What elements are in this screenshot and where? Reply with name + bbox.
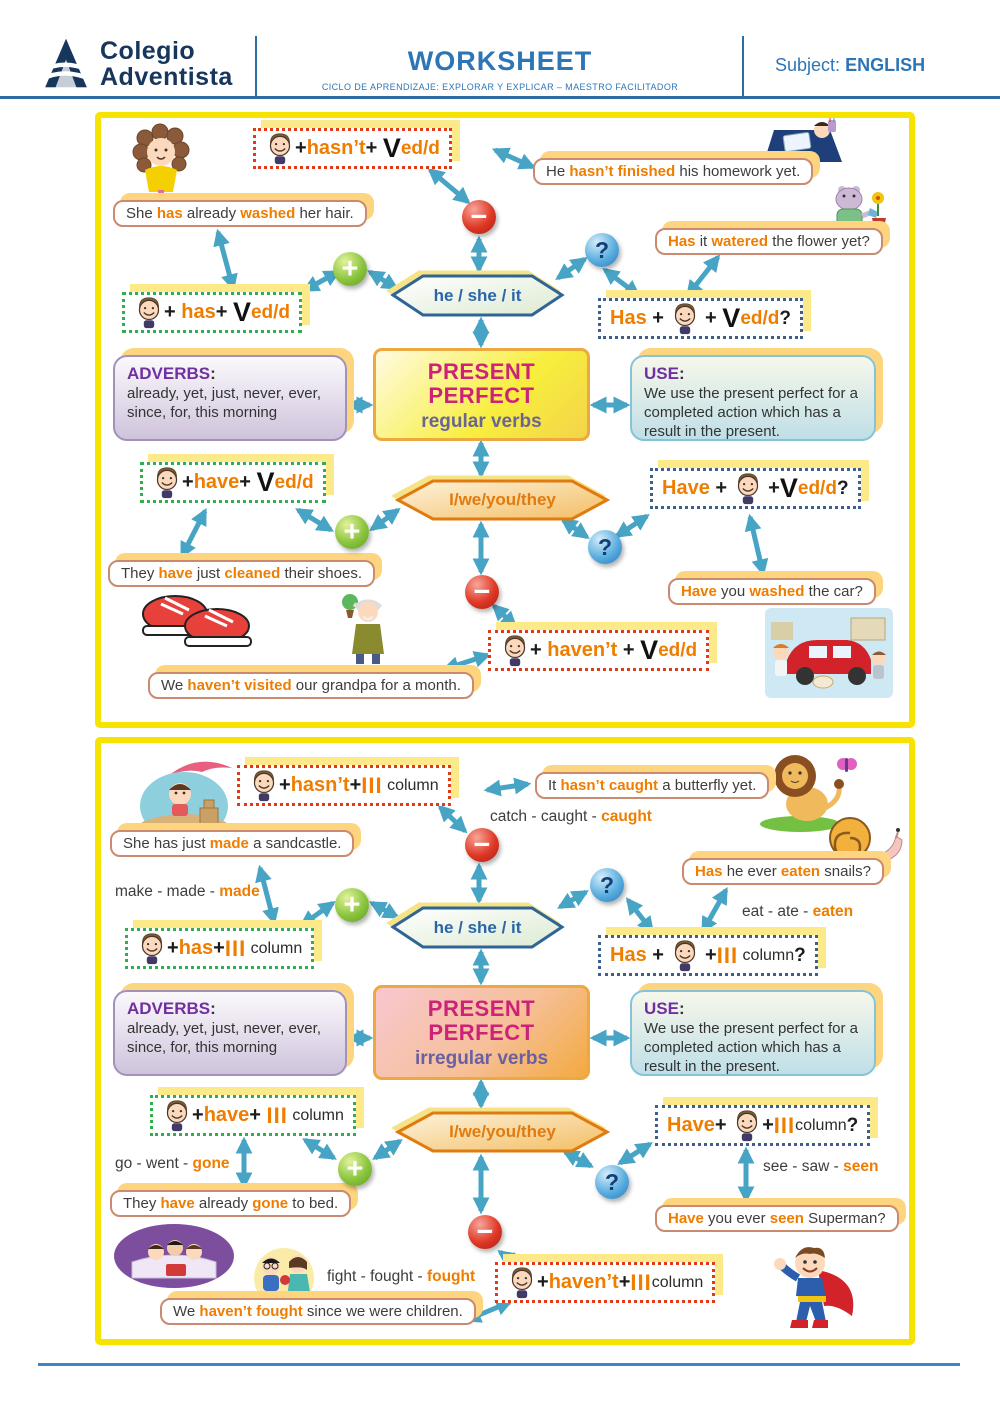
- adverbs-card: ADVERBS: already, yet, just, never, ever…: [113, 355, 347, 441]
- plus-icon: +: [335, 515, 369, 549]
- plus-icon: +: [333, 252, 367, 286]
- example-question-he: Has he ever eaten snails?: [682, 858, 884, 885]
- hexagon-i-we-you-they: I/we/you/they: [395, 1110, 610, 1154]
- header-divider-right: [742, 36, 744, 96]
- verb-forms-fight: fight - fought - fought: [327, 1268, 476, 1285]
- superman-kid-illustration: [774, 1247, 854, 1328]
- use-text: We use the present perfect for a complet…: [644, 385, 859, 440]
- example-positive-she: She has already washed her hair.: [113, 200, 367, 227]
- subject: Subject: ENGLISH: [775, 55, 925, 76]
- girl-curlers-illustration: [132, 123, 190, 208]
- irregular-verbs-diagram: She has just made a sandcastle. It hasn’…: [95, 737, 915, 1345]
- hexagon-he-she-it: he / she / it: [390, 905, 565, 950]
- example-negative-he: He hasn’t finished his homework yet.: [533, 158, 814, 185]
- grandpa-plant-illustration: [342, 594, 384, 664]
- kid-face-icon: [734, 1109, 760, 1142]
- plus-icon: +: [338, 1152, 372, 1186]
- kid-face-icon: [735, 472, 761, 505]
- lion-butterfly-illustration: [760, 755, 857, 832]
- page-subtitle: CICLO DE APRENDIZAJE: EXPLORAR Y EXPLICA…: [321, 82, 679, 92]
- car-wash-illustration: [765, 608, 893, 698]
- kid-face-icon: [154, 466, 180, 499]
- page-header: Colegio Adventista WORKSHEET CICLO DE AP…: [0, 0, 1000, 99]
- minus-icon: −: [462, 200, 496, 234]
- school-logo-icon: [40, 38, 92, 88]
- snail-illustration: [821, 817, 903, 863]
- example-positive-they: They have already gone to bed.: [110, 1190, 352, 1217]
- question-icon: ?: [595, 1165, 629, 1199]
- example-negative-we: We haven’t visited our grandpa for a mon…: [148, 672, 474, 699]
- example-negative-we: We haven’t fought since we were children…: [160, 1298, 476, 1325]
- question-icon: ?: [585, 233, 619, 267]
- family-bed-illustration: [114, 1224, 234, 1288]
- verb-forms-make: make - made - made: [115, 883, 260, 900]
- footer-rule: [38, 1363, 960, 1366]
- verb-forms-go: go - went - gone: [115, 1155, 230, 1172]
- kid-face-icon: [509, 1266, 535, 1299]
- use-card: USE: We use the present perfect for a co…: [630, 355, 876, 441]
- hexagon-he-she-it: he / she / it: [390, 273, 565, 318]
- example-negative-it: It hasn’t caught a butterfly yet.: [535, 772, 770, 799]
- hexagon-i-we-you-they: I/we/you/they: [395, 478, 610, 522]
- school-name-line1: Colegio: [100, 37, 196, 65]
- question-icon: ?: [590, 868, 624, 902]
- question-icon: ?: [588, 530, 622, 564]
- center-title-irregular: PRESENT PERFECT irregular verbs: [373, 985, 590, 1080]
- school-name-line2: Adventista: [100, 63, 233, 91]
- kid-face-icon: [139, 932, 165, 965]
- minus-icon: −: [468, 1215, 502, 1249]
- example-question-it: Has it watered the flower yet?: [655, 228, 883, 255]
- red-shoes-illustration: [142, 595, 252, 647]
- use-text: We use the present perfect for a complet…: [644, 1020, 859, 1075]
- page-title: WORKSHEET: [407, 46, 593, 76]
- minus-icon: −: [465, 828, 499, 862]
- verb-forms-catch: catch - caught - caught: [490, 808, 652, 825]
- minus-icon: −: [465, 575, 499, 609]
- verb-forms-eat: eat - ate - eaten: [742, 903, 854, 920]
- kid-face-icon: [672, 939, 698, 972]
- homework-illustration: [764, 118, 842, 162]
- kid-face-icon: [251, 769, 277, 802]
- verb-forms-see: see - saw - seen: [763, 1158, 879, 1175]
- formula-negative-third-singular: +hasn’t+III column: [237, 765, 451, 806]
- subject-label: Subject:: [775, 55, 841, 75]
- regular-verbs-diagram: She has already washed her hair. He hasn…: [95, 112, 915, 728]
- subject-value: ENGLISH: [845, 55, 926, 75]
- center-title-regular: PRESENT PERFECT regular verbs: [373, 348, 590, 441]
- example-positive-she: She has just made a sandcastle.: [110, 830, 355, 857]
- kid-face-icon: [502, 634, 528, 667]
- example-question-you: Have you ever seen Superman?: [655, 1205, 899, 1232]
- plus-icon: +: [335, 888, 369, 922]
- formula-question-third-singular: Has + +III column?: [598, 935, 818, 976]
- adverbs-list: already, yet, just, never, ever, since, …: [127, 1020, 321, 1056]
- example-positive-they: They have just cleaned their shoes.: [108, 560, 375, 587]
- kid-face-icon: [136, 296, 162, 329]
- use-card: USE: We use the present perfect for a co…: [630, 990, 876, 1076]
- adverbs-card: ADVERBS: already, yet, just, never, ever…: [113, 990, 347, 1076]
- header-divider-left: [255, 36, 257, 96]
- formula-positive-third-singular: +has+III column: [125, 928, 315, 969]
- kid-face-icon: [672, 302, 698, 335]
- school-name: Colegio Adventista: [100, 38, 233, 90]
- adverbs-list: already, yet, just, never, ever, since, …: [127, 385, 321, 421]
- kid-face-icon: [267, 132, 293, 165]
- kid-face-icon: [164, 1099, 190, 1132]
- example-question-you: Have you washed the car?: [668, 578, 876, 605]
- fighting-kids-illustration: [254, 1248, 314, 1308]
- formula-positive-first-plural: +have+ III column: [150, 1095, 356, 1136]
